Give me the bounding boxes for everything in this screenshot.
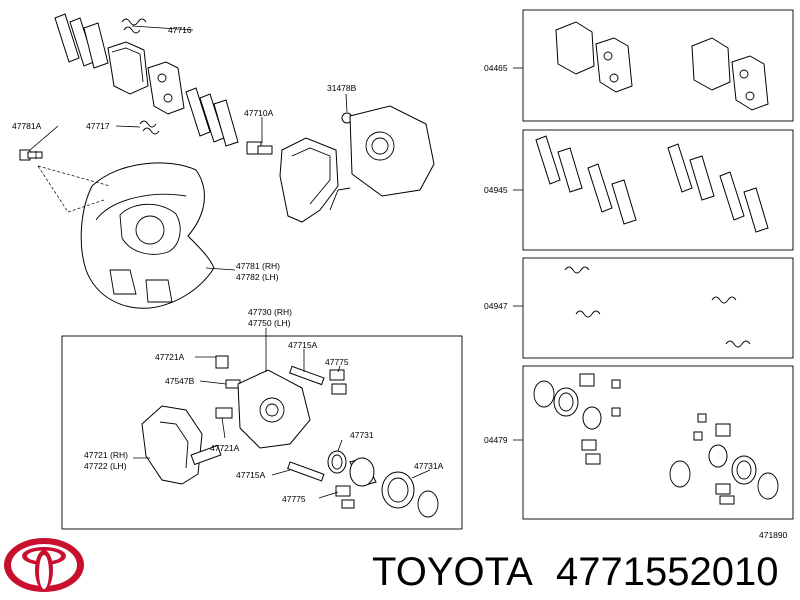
label-47730: 47730 (RH) <box>248 307 292 317</box>
disc-dust-cover-illustration <box>37 162 215 309</box>
label-47781a: 47781A <box>12 121 42 131</box>
label-47547b: 47547B <box>165 376 195 386</box>
toyota-logo-icon <box>4 538 84 592</box>
label-47721: 47721 (RH) <box>84 450 128 460</box>
leader-lines <box>29 25 431 499</box>
part-number: 4771552010 <box>556 550 778 594</box>
caliper-assembly-illustration <box>279 105 435 223</box>
label-47721a-mid: 47721A <box>210 443 240 453</box>
kit-label-04945: 04945 <box>484 185 508 195</box>
kit-box-04465 <box>522 9 794 122</box>
kit-label-04479: 04479 <box>484 435 508 445</box>
label-47782: 47782 (LH) <box>236 272 279 282</box>
label-47721a-top: 47721A <box>155 352 185 362</box>
shim-kit-illustration <box>535 135 769 233</box>
caliper-subassembly-box <box>61 335 463 530</box>
label-47716: 47716 <box>168 25 192 35</box>
label-47715a-bot: 47715A <box>236 470 266 480</box>
label-47750: 47750 (LH) <box>248 318 291 328</box>
label-47717: 47717 <box>86 121 110 131</box>
label-47722: 47722 (LH) <box>84 461 127 471</box>
pad-kit-illustration <box>555 21 769 111</box>
kit-label-04465: 04465 <box>484 63 508 73</box>
label-47715a-top: 47715A <box>288 340 318 350</box>
bleeder-plug-icon <box>246 141 273 155</box>
brake-pad-set-illustration <box>54 13 239 147</box>
label-47731: 47731 <box>350 430 374 440</box>
brand-name: TOYOTA <box>372 550 533 594</box>
label-47781: 47781 (RH) <box>236 261 280 271</box>
label-47775-top: 47775 <box>325 357 349 367</box>
caliper-detail-illustration <box>141 355 439 518</box>
bolt-icon <box>19 149 43 161</box>
diagram-reference-number: 471890 <box>759 530 788 540</box>
label-47731a: 47731A <box>414 461 444 471</box>
seal-kit-illustration <box>533 373 779 505</box>
kit-label-04947: 04947 <box>484 301 508 311</box>
kit-box-04947 <box>522 257 794 359</box>
label-31478b: 31478B <box>327 83 357 93</box>
kit-box-04479 <box>522 365 794 520</box>
label-47710a: 47710A <box>244 108 274 118</box>
label-47775-bot: 47775 <box>282 494 306 504</box>
clip-kit-illustration <box>564 266 751 348</box>
